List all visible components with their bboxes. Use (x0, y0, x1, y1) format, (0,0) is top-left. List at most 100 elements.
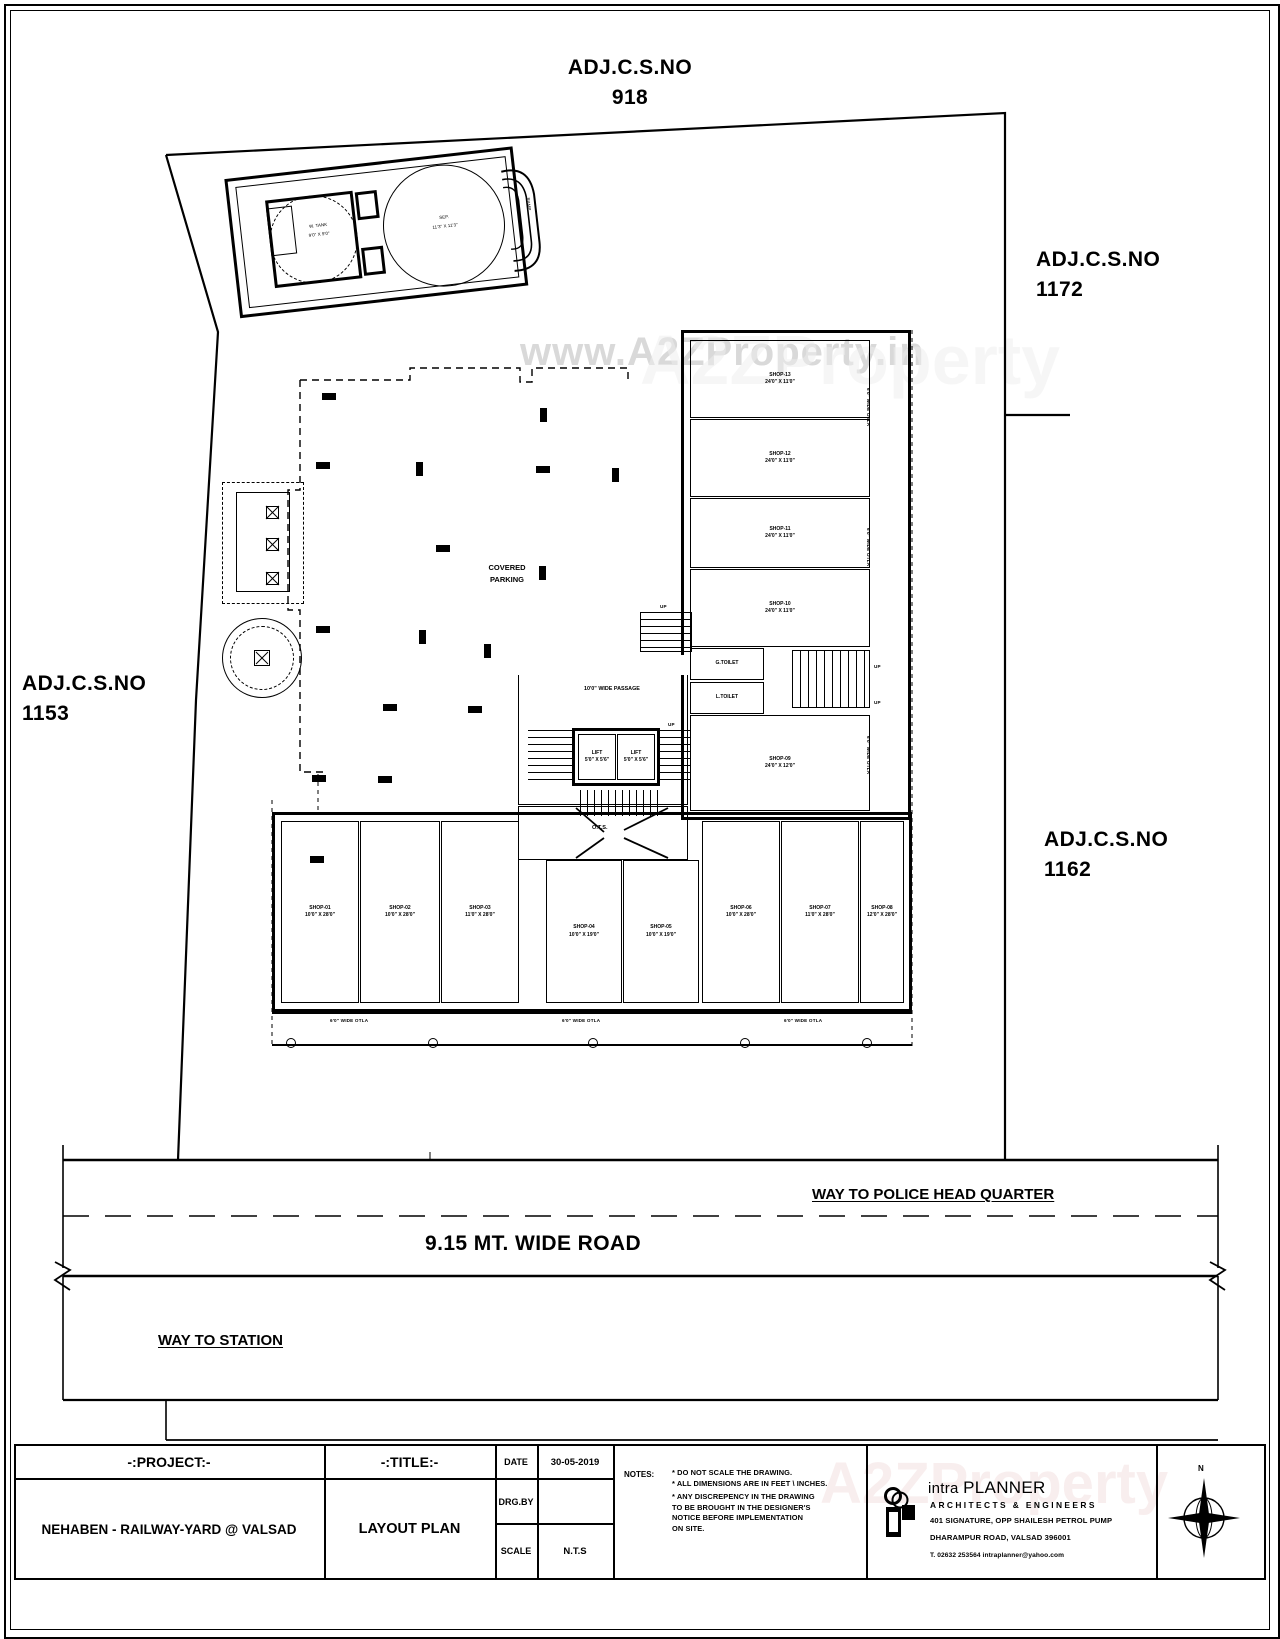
shop-03[interactable]: SHOP-03 11'0" X 28'0" (441, 821, 519, 1003)
lift-2-name: LIFT (630, 749, 642, 756)
gents-toilet-label: G.TOILET (715, 660, 739, 667)
way-to-police-label: WAY TO POLICE HEAD QUARTER (812, 1186, 1055, 1203)
shop-11-size: 24'0" X 11'0" (765, 533, 795, 539)
tb-sep-5 (866, 1444, 869, 1580)
shop-04[interactable]: SHOP-04 10'0" X 19'0" (546, 860, 622, 1003)
notes-list: * DO NOT SCALE THE DRAWING. * ALL DIMENS… (672, 1468, 862, 1534)
adj-918-line1: ADJ.C.S.NO (567, 56, 693, 79)
circular-well (222, 618, 302, 698)
shop-12-name: SHOP-12 (769, 450, 791, 457)
shop-03-size: 11'0" X 28'0" (465, 912, 495, 918)
shop-02[interactable]: SHOP-02 10'0" X 28'0" (360, 821, 440, 1003)
tb-sep-3 (537, 1444, 540, 1580)
shop-03-name: SHOP-03 (469, 904, 491, 911)
note-6: ON SITE. (672, 1523, 705, 1533)
ladies-toilet[interactable]: L.TOILET (690, 682, 764, 714)
tb-hsep-1 (14, 1478, 613, 1481)
bottom-block-outer (272, 812, 912, 1012)
note-1: * DO NOT SCALE THE DRAWING. (672, 1468, 793, 1477)
title-block (14, 1444, 1266, 1580)
lift-1-size: 5'0" X 5'6" (584, 757, 610, 763)
right-block-outer (681, 330, 911, 820)
firm-address-2: DHARAMPUR ROAD, VALSAD 396001 (930, 1533, 1071, 1542)
shop-13-name: SHOP-13 (769, 371, 791, 378)
otla-bottom-mid: 6'0" WIDE OTLA (562, 1018, 601, 1023)
lift-1[interactable]: LIFT 5'0" X 5'6" (578, 734, 616, 780)
adj-cs-no-1172: ADJ.C.S.NO 1172 (1036, 248, 1216, 302)
shop-08-size: 12'0" X 28'0" (867, 912, 897, 918)
up-label-right: UP (874, 664, 881, 669)
shop-11-name: SHOP-11 (769, 525, 791, 532)
title-value: LAYOUT PLAN (358, 1521, 461, 1537)
tb-sep-2 (495, 1444, 498, 1580)
adj-1153-line1: ADJ.C.S.NO (22, 672, 147, 695)
stair-upper-centre (640, 612, 692, 652)
note-3: * ANY DISCREPENCY IN THE DRAWING (672, 1492, 815, 1502)
drgby-value[interactable] (539, 1481, 611, 1523)
shop-02-name: SHOP-02 (389, 904, 411, 911)
circular-well-inner (230, 626, 294, 690)
shop-07[interactable]: SHOP-07 11'0" X 28'0" (781, 821, 859, 1003)
lift-2[interactable]: LIFT 5'0" X 5'6" (617, 734, 655, 780)
adj-1153-line2: 1153 (22, 702, 70, 725)
shop-06[interactable]: SHOP-06 10'0" X 28'0" (702, 821, 780, 1003)
covered-parking-outline (287, 367, 629, 773)
shop-09[interactable]: SHOP-09 24'0" X 12'0" (690, 715, 870, 811)
passage-label: 10'0" WIDE PASSAGE (584, 686, 640, 692)
adj-1172-line1: ADJ.C.S.NO (1036, 248, 1161, 271)
well-cross-icon (255, 651, 269, 665)
gents-toilet[interactable]: G.TOILET (690, 648, 764, 680)
adj-1172-line2: 1172 (1036, 278, 1084, 301)
note-5: NOTICE BEFORE IMPLEMENTATION (672, 1513, 804, 1523)
stair-right (792, 650, 870, 708)
shop-01[interactable]: SHOP-01 10'0" X 28'0" (281, 821, 359, 1003)
otla-bottom-right: 6'0" WIDE OTLA (784, 1018, 823, 1023)
shop-09-size: 24'0" X 12'0" (765, 763, 795, 769)
watermark-titleblock: A2ZProperty (820, 1451, 1169, 1516)
adj-cs-no-918: ADJ.C.S.NO 918 (540, 56, 720, 110)
shop-06-size: 10'0" X 28'0" (726, 912, 756, 918)
title-header: -:TITLE:- (380, 1454, 439, 1470)
shop-05-size: 10'0" X 19'0" (646, 931, 676, 938)
shop-10[interactable]: SHOP-10 24'0" X 11'0" (690, 569, 870, 647)
lift-2-size: 5'0" X 5'6" (623, 757, 649, 763)
tb-sep-6 (1156, 1444, 1159, 1580)
scale-label: SCALE (500, 1546, 532, 1556)
shop-08[interactable]: SHOP-08 12'0" X 28'0" (860, 821, 904, 1003)
shop-05-name: SHOP-05 (650, 924, 672, 930)
sheet-border-inner (10, 10, 1270, 1630)
shop-07-name: SHOP-07 (809, 904, 831, 911)
tb-sep-1 (324, 1444, 327, 1580)
notes-label: NOTES: (624, 1470, 655, 1479)
adj-918-line2: 918 (611, 86, 649, 109)
covered-parking-label: COVERED PARKING (472, 562, 542, 586)
stair-right-of-lift (660, 730, 690, 786)
firm-logo-icon (884, 1487, 915, 1537)
service-block-left-inner (236, 492, 290, 592)
adj-1162-line2: 1162 (1044, 858, 1092, 881)
shop-11[interactable]: SHOP-11 24'0" X 11'0" (690, 498, 870, 568)
otla-bottom-left: 6'0" WIDE OTLA (330, 1018, 369, 1023)
adj-cs-no-1153: ADJ.C.S.NO 1153 (22, 672, 202, 726)
stair-below-lift (580, 790, 658, 816)
shop-09-name: SHOP-09 (769, 755, 791, 762)
covered-parking-line2: PARKING (489, 575, 525, 584)
shop-12-size: 24'0" X 11'0" (765, 458, 795, 464)
shop-04-name: SHOP-04 (573, 924, 595, 930)
shop-12[interactable]: SHOP-12 24'0" X 11'0" (690, 419, 870, 497)
shop-04-size: 10'0" X 19'0" (569, 931, 599, 938)
way-to-station-label: WAY TO STATION (158, 1332, 284, 1349)
shop-10-size: 24'0" X 11'0" (765, 608, 795, 614)
lift-block (572, 728, 660, 786)
shop-05[interactable]: SHOP-05 10'0" X 19'0" (623, 860, 699, 1003)
date-label: DATE (504, 1457, 528, 1467)
scale-value: N.T.S (563, 1545, 587, 1557)
adj-cs-no-1162: ADJ.C.S.NO 1162 (1044, 828, 1224, 882)
passage-top-gap (518, 655, 688, 675)
shop-13[interactable]: SHOP-13 24'0" X 11'0" (690, 340, 870, 418)
shop-02-size: 10'0" X 28'0" (385, 912, 415, 918)
shop-07-size: 11'0" X 28'0" (805, 912, 835, 918)
shop-06-name: SHOP-06 (730, 904, 752, 911)
